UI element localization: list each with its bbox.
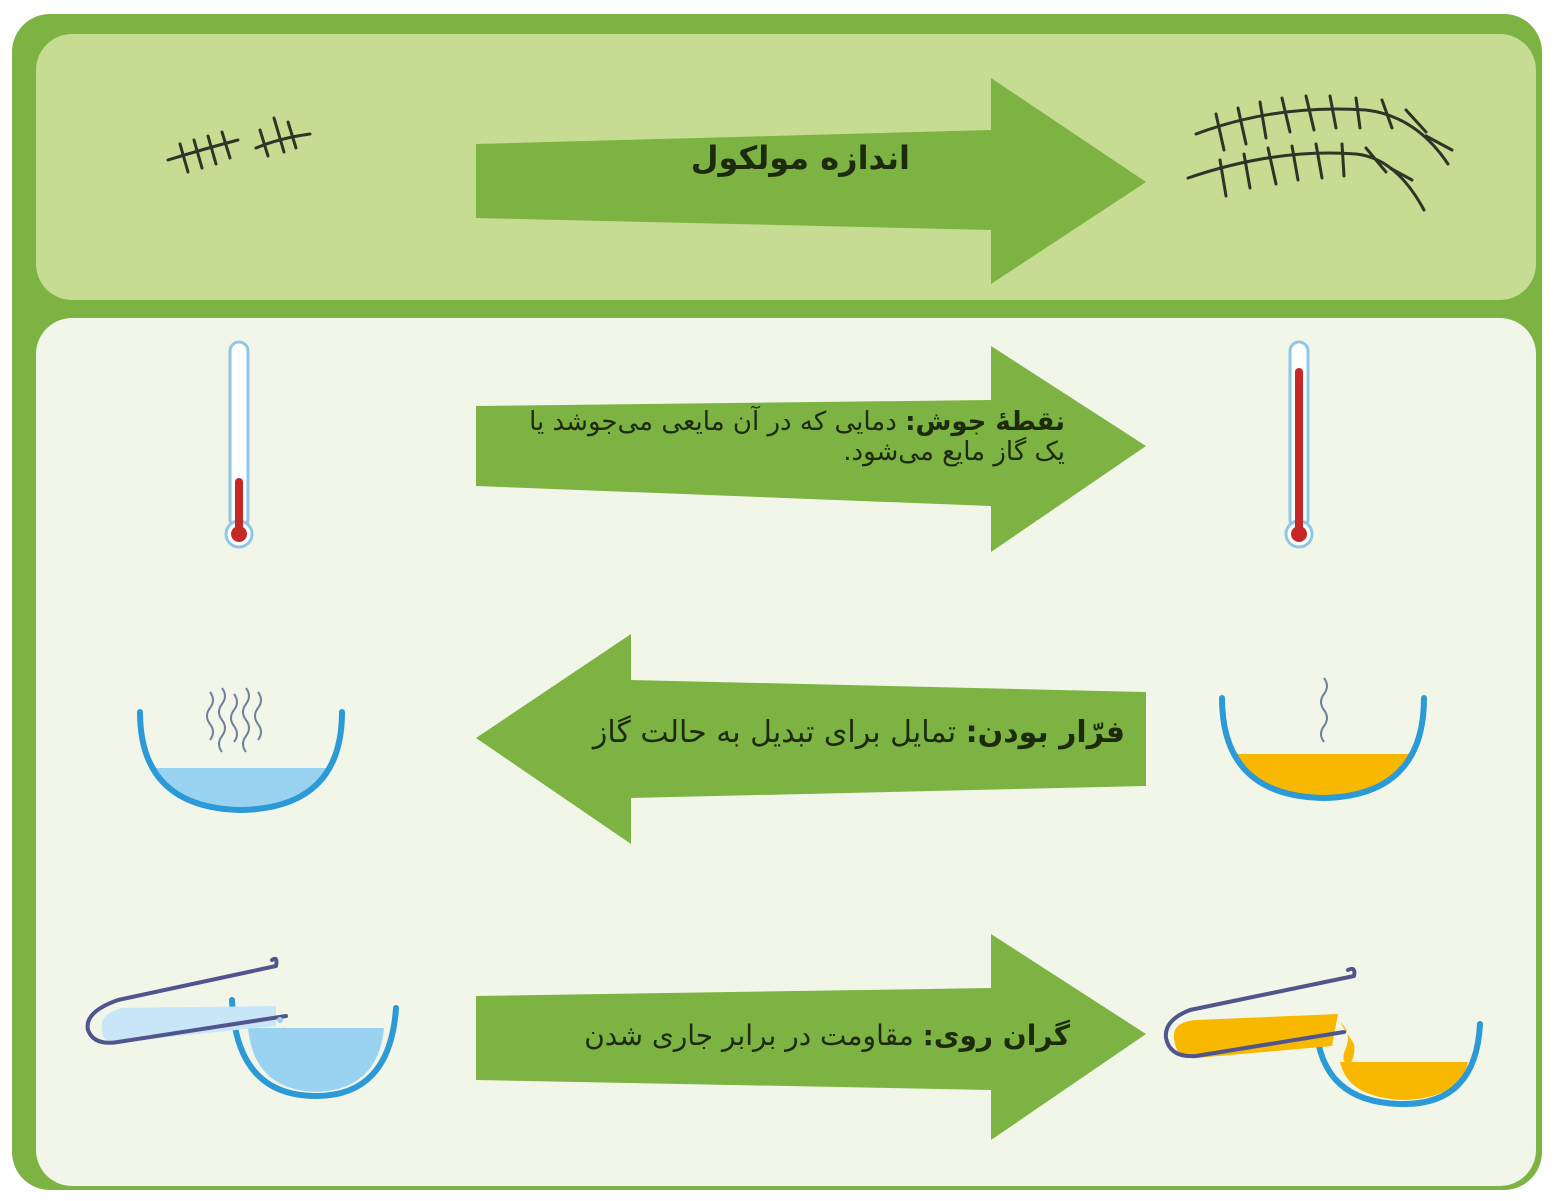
volatility-term: فرّار بودن: <box>965 715 1125 750</box>
boiling-point-text: نقطهٔ جوش: دمایی که در آن مایعی می‌جوشد … <box>505 407 1065 468</box>
viscosity-definition: مقاومت در برابر جاری شدن <box>584 1019 914 1052</box>
viscosity-text: گران روی: مقاومت در برابر جاری شدن <box>480 1019 1070 1052</box>
pouring-water-icon <box>85 956 399 1100</box>
small-molecule-icon <box>166 116 312 174</box>
viscosity-arrow <box>476 934 1146 1140</box>
large-molecule-icon <box>1186 94 1454 212</box>
molecule-size-arrow <box>476 78 1146 284</box>
volatility-text: فرّار بودن: تمایل برای تبدیل به حالت گاز <box>505 715 1125 751</box>
boiling-point-term: نقطهٔ جوش: <box>905 407 1065 437</box>
oil-bowl-icon <box>1219 677 1427 802</box>
molecule-size-label: اندازه مولکول <box>690 139 910 177</box>
evaporating-water-bowl-icon <box>137 687 345 814</box>
viscosity-term: گران روی: <box>922 1019 1070 1052</box>
thermometer-low-icon <box>224 340 254 549</box>
pouring-oil-icon <box>1163 966 1483 1108</box>
thermometer-high-icon <box>1284 340 1314 549</box>
boiling-point-definition: دمایی که در آن مایعی می‌جوشد یا یک گاز م… <box>529 407 1065 467</box>
volatility-arrow <box>476 634 1146 844</box>
volatility-definition: تمایل برای تبدیل به حالت گاز <box>592 715 957 750</box>
boiling-point-arrow <box>476 346 1146 552</box>
